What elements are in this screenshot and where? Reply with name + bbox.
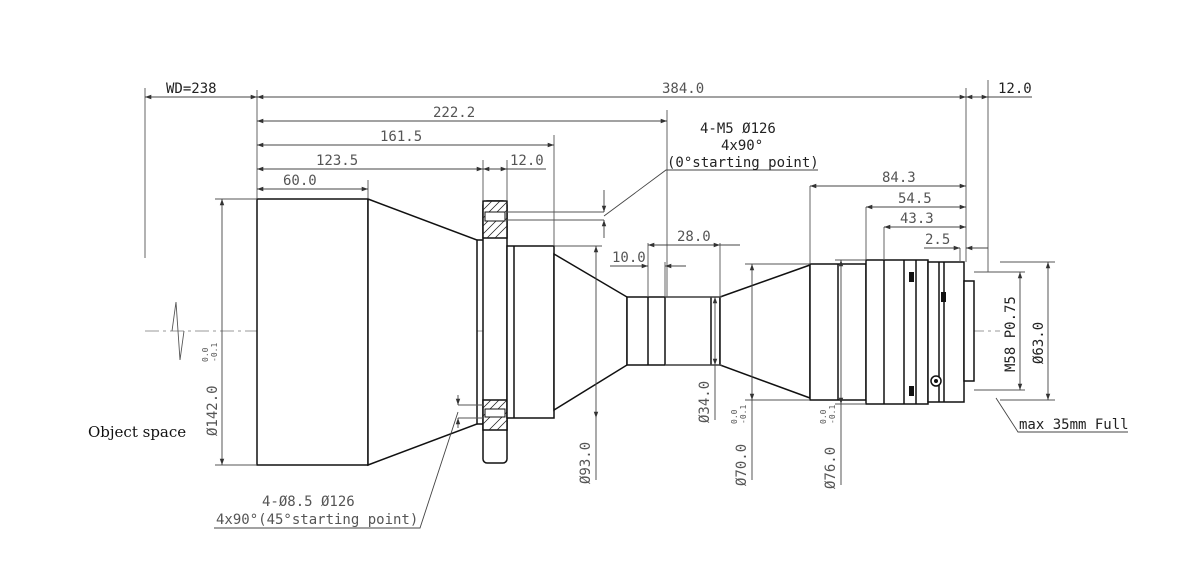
diameter-dimensions: [215, 198, 1055, 485]
thread-note-line3: (0°starting point): [667, 155, 819, 171]
rear-thread: [963, 280, 975, 382]
length-84-label: 84.3: [882, 170, 916, 186]
mounting-hole-callout: [214, 395, 483, 529]
rear-cone: [553, 252, 628, 412]
tolerance-70-upper: 0.0: [730, 409, 739, 424]
flange-thickness-label: 12.0: [510, 153, 544, 169]
neck-tube: [626, 296, 721, 366]
top-dimensions: [144, 80, 1032, 297]
thread-note-line2: 4x90°: [721, 138, 763, 154]
diameter-76-label: Ø76.0: [823, 447, 839, 489]
hole-note-line2: 4x90°(45°starting point): [216, 512, 418, 528]
wd-label: WD=238: [166, 81, 217, 97]
front-barrel: [256, 198, 369, 466]
length-28-label: 28.0: [677, 229, 711, 245]
diameter-70-label: Ø70.0: [734, 444, 750, 486]
focus-ring: [865, 259, 929, 405]
right-dimensions: [809, 183, 988, 264]
front-cone: [367, 197, 478, 467]
thread-hole-callout: [507, 169, 818, 238]
flange-section-top: [482, 200, 508, 239]
tolerance-76-lower: -0.1: [828, 405, 837, 424]
length-222-label: 222.2: [433, 105, 475, 121]
diameter-63-label: Ø63.0: [1031, 322, 1047, 364]
length-54-label: 54.5: [898, 191, 932, 207]
back-cone: [719, 263, 811, 400]
tolerance-142-upper: 0.0: [201, 347, 210, 362]
thread-note-line1: 4-M5 Ø126: [700, 121, 776, 137]
rear-hub: [506, 245, 555, 419]
length-43-label: 43.3: [900, 211, 934, 227]
object-space-label: Object space: [88, 423, 186, 441]
tolerance-142-lower: -0.1: [210, 343, 219, 362]
mount-thread-label: M58 P0.75: [1003, 296, 1019, 372]
hole-note-line1: 4-Ø8.5 Ø126: [262, 494, 355, 510]
total-length-label: 384.0: [662, 81, 704, 97]
tolerance-76-upper: 0.0: [819, 409, 828, 424]
lens-body: [256, 197, 975, 467]
diameter-34-label: Ø34.0: [697, 381, 713, 423]
length-10-label: 10.0: [612, 250, 646, 266]
object-space-axis-mark: [171, 301, 185, 361]
tolerance-70-lower: -0.1: [739, 405, 748, 424]
length-2-5-label: 2.5: [925, 232, 950, 248]
diameter-93-label: Ø93.0: [578, 442, 594, 484]
rear-extension-label: 12.0: [998, 81, 1032, 97]
length-161-label: 161.5: [380, 129, 422, 145]
neck-dimensions: [610, 242, 740, 297]
sensor-leader: [995, 397, 1128, 433]
flange-section-bottom: [482, 399, 508, 431]
sensor-note-label: max 35mm Full: [1019, 417, 1129, 433]
length-60-label: 60.0: [283, 173, 317, 189]
diameter-142-label: Ø142.0: [205, 385, 221, 436]
length-123-label: 123.5: [316, 153, 358, 169]
